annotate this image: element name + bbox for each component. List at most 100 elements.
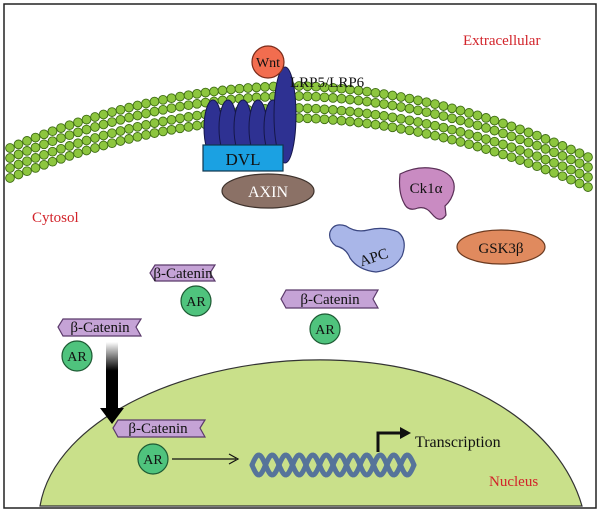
membrane-lipid bbox=[22, 166, 32, 177]
membrane-lipid bbox=[336, 105, 347, 116]
membrane-lipid bbox=[583, 172, 593, 182]
membrane-lipid bbox=[345, 116, 355, 127]
membrane-lipid bbox=[175, 91, 185, 102]
membrane-lipid bbox=[421, 128, 432, 139]
membrane-lipid bbox=[540, 164, 551, 175]
membrane-lipid bbox=[98, 130, 109, 141]
membrane-lipid bbox=[557, 171, 568, 182]
membrane-lipid bbox=[549, 137, 559, 148]
membrane-lipid bbox=[192, 120, 202, 131]
membrane-lipid bbox=[557, 151, 568, 161]
membrane-lipid bbox=[22, 156, 32, 167]
membrane-lipid bbox=[447, 103, 457, 114]
ar-circle bbox=[137, 443, 169, 475]
ar-label: AR bbox=[186, 295, 206, 310]
catenin-label: β-Catenin bbox=[153, 266, 213, 282]
membrane-lipid bbox=[566, 144, 576, 155]
membrane-lipid bbox=[362, 118, 372, 129]
membrane-lipid bbox=[158, 94, 168, 105]
membrane-lipid bbox=[175, 113, 185, 124]
binding-arrowhead bbox=[228, 453, 240, 465]
membrane-lipid bbox=[124, 112, 134, 123]
membrane-lipid bbox=[574, 178, 585, 189]
lrp-receptor bbox=[273, 66, 297, 164]
membrane-lipid bbox=[5, 153, 15, 163]
membrane-lipid bbox=[515, 145, 525, 155]
membrane-lipid bbox=[13, 159, 24, 170]
membrane-lipid bbox=[166, 114, 177, 125]
membrane-lipid bbox=[319, 104, 330, 115]
membrane-lipid bbox=[90, 122, 100, 132]
membrane-lipid bbox=[73, 138, 83, 149]
membrane-lipid bbox=[39, 149, 49, 160]
membrane-lipid bbox=[379, 111, 389, 121]
membrane-lipid bbox=[319, 92, 330, 103]
membrane-lipid bbox=[574, 158, 585, 169]
membrane-lipid bbox=[574, 168, 585, 179]
nucleus-label: Nucleus bbox=[489, 474, 538, 490]
membrane-lipid bbox=[464, 139, 474, 150]
membrane-lipid bbox=[183, 100, 194, 111]
membrane-lipid bbox=[464, 129, 474, 140]
membrane-lipid bbox=[90, 112, 100, 122]
membrane-lipid bbox=[107, 107, 117, 117]
membrane-lipid bbox=[132, 100, 143, 111]
membrane-lipid bbox=[353, 95, 364, 106]
membrane-lipid bbox=[328, 105, 338, 115]
membrane-lipid bbox=[362, 108, 372, 119]
cytosol-label: Cytosol bbox=[32, 210, 79, 226]
membrane-lipid bbox=[379, 89, 389, 99]
membrane-lipid bbox=[192, 88, 202, 99]
membrane-lipid bbox=[489, 136, 500, 147]
membrane-lipid bbox=[81, 114, 92, 125]
membrane-lipid bbox=[566, 174, 576, 185]
membrane-lipid bbox=[515, 155, 525, 165]
membrane-lipid bbox=[115, 104, 126, 115]
axin-label: AXIN bbox=[248, 184, 288, 201]
membrane-lipid bbox=[124, 102, 134, 113]
membrane-lipid bbox=[302, 113, 313, 124]
membrane-lipid bbox=[47, 136, 58, 147]
membrane-lipid bbox=[498, 118, 508, 129]
membrane-lipid bbox=[149, 96, 160, 107]
membrane-lipid bbox=[438, 132, 449, 143]
membrane-lipid bbox=[574, 148, 585, 159]
membrane-lipid bbox=[447, 134, 457, 145]
ck1-alpha-shape bbox=[398, 167, 455, 220]
membrane-lipid bbox=[311, 113, 321, 124]
membrane-lipid bbox=[549, 157, 559, 168]
membrane-lipid bbox=[387, 122, 398, 133]
dna-strand bbox=[249, 452, 417, 478]
membrane-lipid bbox=[30, 132, 41, 143]
membrane-lipid bbox=[396, 123, 406, 134]
membrane-lipid bbox=[294, 91, 304, 101]
membrane-lipid bbox=[158, 126, 168, 137]
membrane-lipid bbox=[260, 82, 270, 92]
membrane-lipid bbox=[404, 93, 415, 104]
membrane-lipid bbox=[557, 161, 568, 172]
membrane-lipid bbox=[47, 146, 58, 157]
membrane-lipid bbox=[396, 92, 406, 102]
membrane-lipid bbox=[455, 105, 466, 116]
membrane-lipid bbox=[251, 82, 262, 93]
membrane-lipid bbox=[47, 126, 58, 137]
membrane-lipid bbox=[56, 133, 66, 143]
membrane-lipid bbox=[481, 113, 491, 123]
membrane-lipid bbox=[396, 102, 406, 112]
membrane-lipid bbox=[302, 103, 313, 114]
apc-shape bbox=[329, 224, 405, 273]
membrane-lipid bbox=[175, 101, 185, 112]
membrane-lipid bbox=[489, 146, 500, 157]
gsk3b-label: GSK3β bbox=[478, 241, 523, 257]
membrane-lipid bbox=[13, 139, 24, 150]
membrane-lipid bbox=[39, 139, 49, 150]
membrane-lipid bbox=[472, 110, 483, 121]
membrane-lipid bbox=[22, 136, 32, 146]
dvl-label: DVL bbox=[226, 150, 261, 169]
membrane-lipid bbox=[506, 152, 517, 163]
membrane-lipid bbox=[183, 122, 194, 132]
membrane-lipid bbox=[413, 105, 423, 116]
membrane-lipid bbox=[56, 143, 66, 154]
membrane-lipid bbox=[353, 117, 364, 128]
